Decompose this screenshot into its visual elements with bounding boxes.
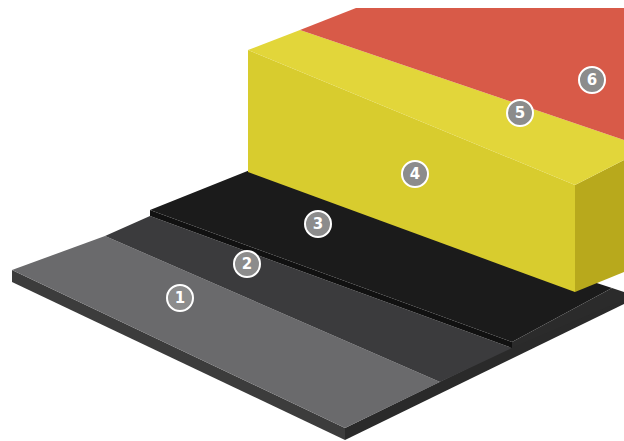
layer-3-side bbox=[512, 288, 624, 348]
callout-number: 6 bbox=[580, 68, 604, 92]
layer-6 bbox=[300, 8, 624, 140]
callout-number: 5 bbox=[508, 101, 532, 125]
callout-number: 4 bbox=[403, 162, 427, 186]
callout-number: 1 bbox=[168, 286, 192, 310]
callout-circles bbox=[167, 67, 605, 311]
callout-number: 2 bbox=[235, 252, 259, 276]
callout-number: 3 bbox=[306, 212, 330, 236]
